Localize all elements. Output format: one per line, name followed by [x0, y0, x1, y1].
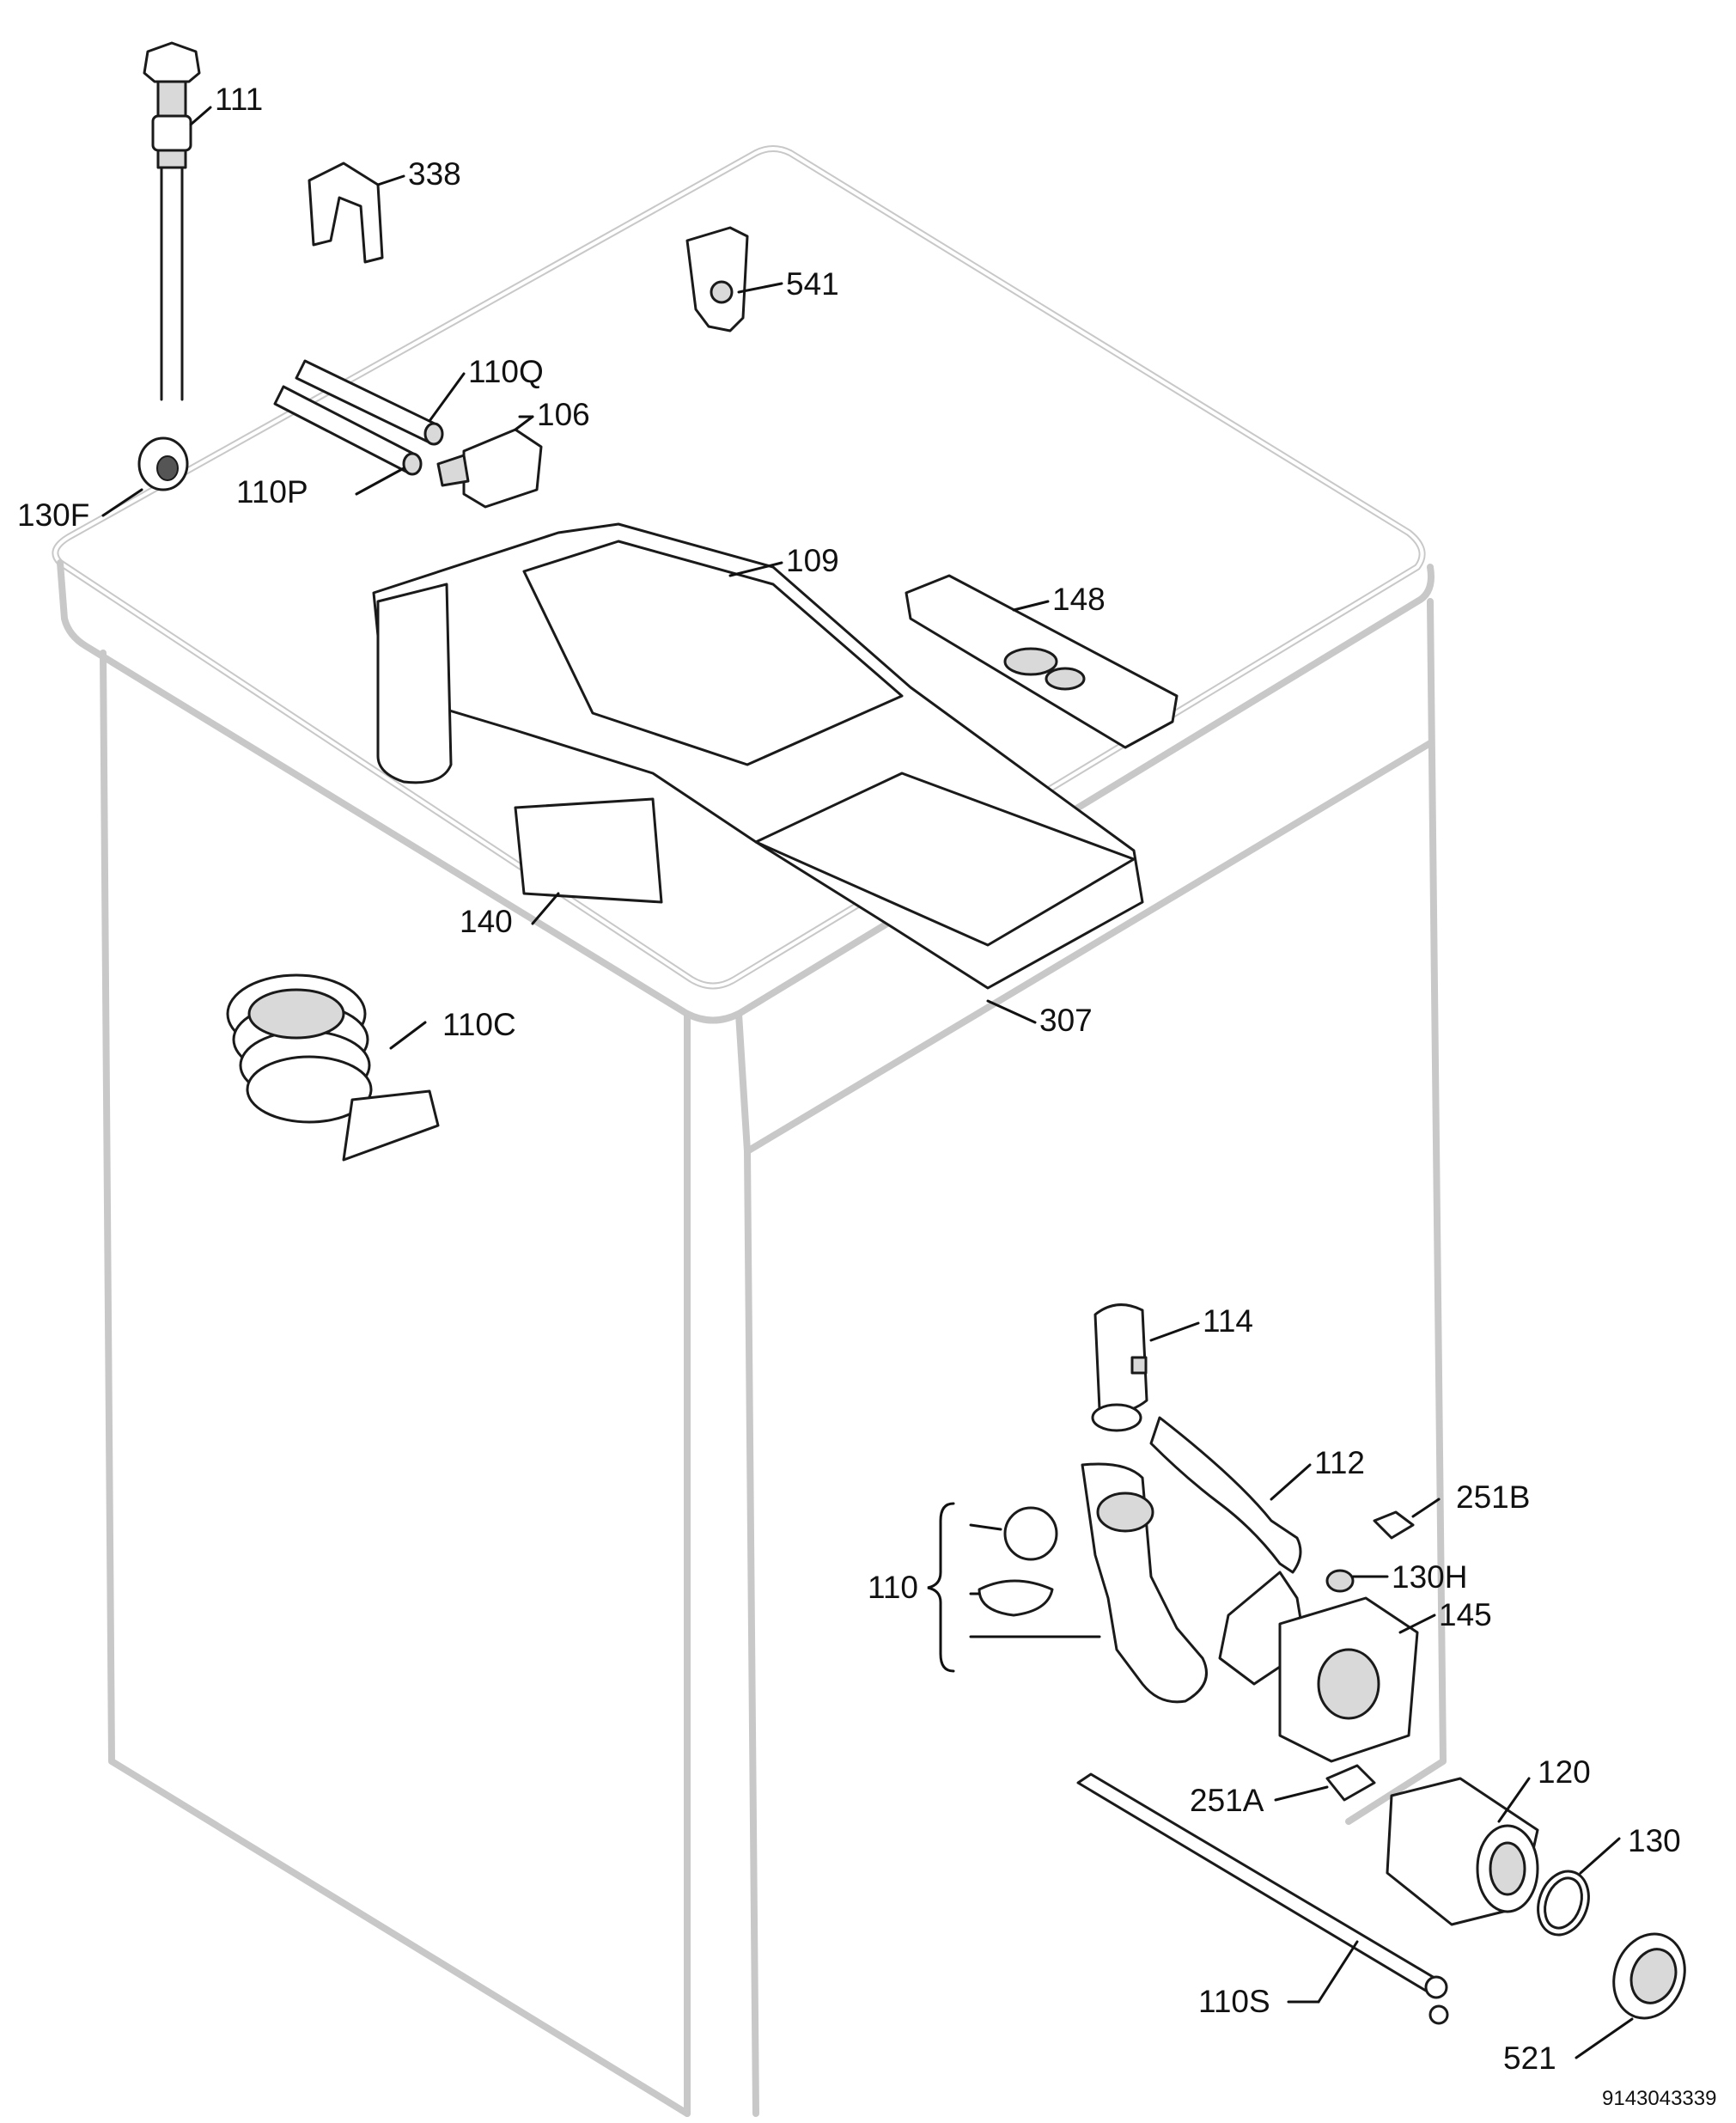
callout-148: 148	[1052, 582, 1106, 617]
callout-111: 111	[215, 82, 263, 117]
bracket-541: 541	[685, 226, 839, 332]
nut-130F: 130F	[17, 436, 189, 533]
callout-114: 114	[1203, 1303, 1253, 1339]
valve-106: 106	[436, 397, 590, 509]
callout-338: 338	[408, 156, 461, 192]
callout-110: 110	[868, 1570, 918, 1605]
callout-541: 541	[786, 266, 839, 302]
drawer-handle-148: 148	[905, 574, 1179, 749]
air-chamber-114: 114	[1091, 1303, 1253, 1432]
callout-109: 109	[786, 543, 839, 578]
sump-group-110: 110	[868, 1462, 1208, 1704]
seal-130H: 130H	[1325, 1559, 1467, 1595]
seal-ring-130: 130	[1537, 1823, 1681, 1937]
callout-251A: 251A	[1190, 1783, 1264, 1818]
clip-251A: 251A	[1190, 1764, 1376, 1818]
drain-rod-110S: 110S	[1076, 1772, 1449, 2025]
cabinet-outline	[52, 145, 1447, 2117]
pump-housing-145: 145	[1218, 1571, 1492, 1763]
filter-120: 120	[1386, 1754, 1591, 1926]
callout-120: 120	[1538, 1754, 1591, 1790]
callout-251B: 251B	[1456, 1479, 1530, 1515]
callout-130H: 130H	[1392, 1559, 1467, 1595]
callout-106: 106	[537, 397, 590, 432]
hose-112: 112	[1149, 1416, 1365, 1574]
callout-110C: 110C	[442, 1007, 516, 1042]
inlet-hose-111: 111	[143, 41, 263, 401]
clip-251B: 251B	[1373, 1479, 1530, 1540]
callout-130F: 130F	[17, 497, 89, 533]
hose-clip-338: 338	[308, 156, 461, 264]
hoses-110Q-110P: 110Q 110P	[236, 354, 544, 509]
callout-307: 307	[1039, 1003, 1093, 1038]
callout-521: 521	[1503, 2041, 1556, 2076]
callout-112: 112	[1314, 1445, 1365, 1480]
bellows-110C: 110C	[226, 973, 516, 1162]
callout-130: 130	[1628, 1823, 1681, 1858]
callout-110S: 110S	[1198, 1984, 1270, 2019]
dispenser-housing-109: 109 140 307	[372, 522, 1144, 1038]
callout-110P: 110P	[236, 474, 308, 509]
callout-140: 140	[460, 904, 513, 939]
callout-110Q: 110Q	[468, 354, 544, 389]
callout-145: 145	[1439, 1597, 1492, 1632]
document-number: 9143043339	[1602, 2087, 1716, 2110]
filter-cap-521: 521	[1503, 1932, 1686, 2076]
